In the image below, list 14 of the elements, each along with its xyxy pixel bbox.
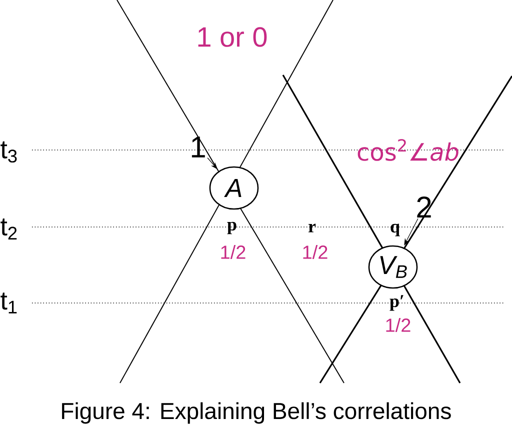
probability-label: 1/2 bbox=[303, 245, 328, 259]
figure-caption: Figure 4: Explaining Bell’s correlations bbox=[62, 402, 451, 424]
time-label: t$_{1}$ bbox=[0, 292, 17, 314]
number-label: 2 bbox=[417, 196, 431, 218]
probability-label: 1/2 bbox=[221, 245, 246, 259]
probability-label: 1/2 bbox=[386, 318, 410, 332]
number-label: 1 bbox=[192, 136, 205, 158]
formula-label: cos$^{2}$∠ab bbox=[358, 139, 458, 161]
text-label: 1 or 0 bbox=[198, 27, 267, 47]
state-label: r bbox=[308, 224, 316, 232]
state-label: q bbox=[390, 224, 400, 236]
leader-arrow bbox=[404, 218, 418, 246]
time-label: t$_{3}$ bbox=[0, 141, 17, 163]
time-label: t$_{2}$ bbox=[0, 218, 17, 240]
